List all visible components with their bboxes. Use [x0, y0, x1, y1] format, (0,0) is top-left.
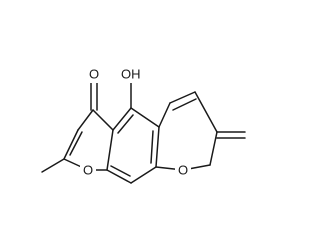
bond-benz-c9a-c10: [130, 166, 157, 184]
bond-oxep-c5a-c6: [158, 102, 171, 128]
bond-benz-c10-c8a: [106, 169, 132, 184]
bond-pyran-c2-c3-double: [69, 131, 83, 156]
oxepine-oxygen-label: O: [178, 163, 188, 178]
bond-benz-c4a-c5-double: [117, 114, 134, 134]
bond-benz-c5a-c9a: [155, 126, 160, 168]
bond-benz-c5-c5a: [130, 107, 160, 128]
pyran-oxygen-bg: [80, 161, 96, 179]
bond-pyran-c2-c3: [63, 129, 79, 160]
bond-benz-c10-c8a-double: [110, 165, 131, 177]
bond-benz-c4a-c5: [112, 107, 132, 131]
bond-oxep-c8-c9: [209, 131, 218, 166]
carbonyl-oxygen-bg: [86, 65, 102, 83]
carbonyl-oxygen-label: O: [89, 67, 99, 82]
bond-pyran-c4-c4a: [92, 109, 114, 131]
bond-benz-c5a-c9a-double: [150, 130, 154, 164]
bond-oxep-c7-c8: [194, 91, 218, 133]
bond-benz-c8a-c4a: [106, 129, 114, 171]
bond-oxep-c6-c7-double: [172, 98, 197, 111]
oxepine-oxygen-bg: [175, 161, 191, 179]
atom-layer: O OH O O: [80, 65, 191, 179]
bond-methyl: [41, 158, 65, 173]
molecule-structure: O OH O O: [41, 65, 246, 184]
bond-pyran-c3-c4: [77, 109, 94, 131]
hydroxyl-bg: [122, 65, 148, 83]
hydroxyl-label: OH: [121, 67, 141, 82]
bond-layer: [41, 77, 246, 184]
pyran-oxygen-label: O: [83, 163, 93, 178]
bond-oxep-c6-c7: [169, 91, 196, 104]
